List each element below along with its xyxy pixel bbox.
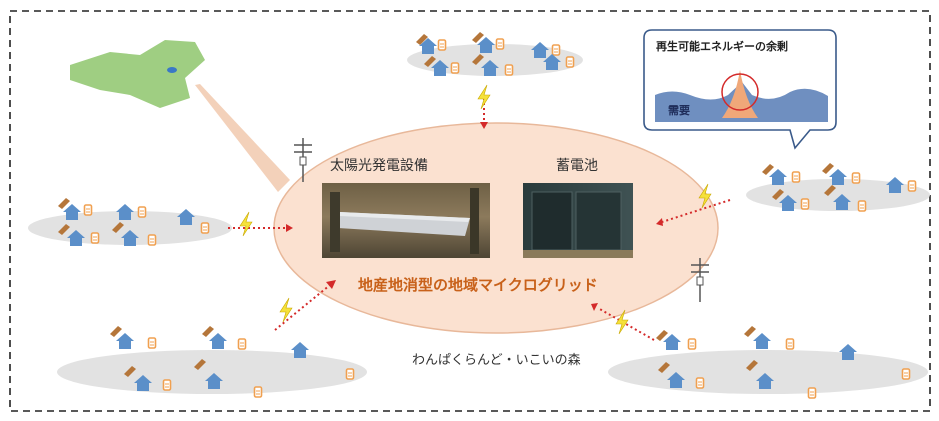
lightning-icon xyxy=(239,211,253,237)
solar-facility-photo xyxy=(322,183,490,258)
lightning-icon xyxy=(279,297,293,323)
arrow-right xyxy=(661,199,731,223)
map-pointer xyxy=(195,84,290,192)
map-location-marker xyxy=(167,67,177,73)
utility-pole-icon xyxy=(690,257,710,303)
dashed-frame xyxy=(9,10,931,412)
surplus-callout xyxy=(643,29,837,150)
battery-label: 蓄電池 xyxy=(556,158,598,174)
arrow-bottom-left xyxy=(274,284,331,331)
forest-caption: わんぱくらんど・いこいの森 xyxy=(412,353,581,368)
solar-facility-label: 太陽光発電設備 xyxy=(330,158,428,174)
arrow-bottom-right xyxy=(597,307,655,341)
group-bottom-right xyxy=(608,350,928,394)
surplus-circle xyxy=(721,73,759,111)
map-shape xyxy=(70,40,205,108)
lightning-icon xyxy=(477,84,491,110)
microgrid-title: 地産地消型の地域マイクログリッド xyxy=(358,276,598,294)
surplus-peak xyxy=(722,70,758,118)
surplus-title: 再生可能エネルギーの余剰 xyxy=(656,40,788,53)
battery-container-photo xyxy=(523,183,633,258)
demand-label: 需要 xyxy=(668,104,690,117)
